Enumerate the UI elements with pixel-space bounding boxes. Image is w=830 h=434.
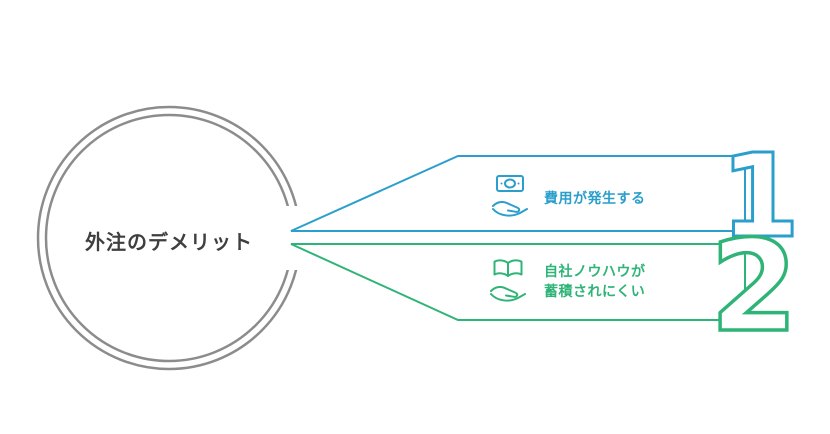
ring-gap-mask: [283, 206, 309, 270]
money-in-hand-icon: [490, 173, 530, 221]
diagram-title: 外注のデメリット: [85, 230, 253, 254]
item-1-label: 費用が発生する: [544, 191, 646, 207]
item-2-label-line-2: 蓄積されにくい: [544, 284, 646, 300]
item-1-number: 1: [718, 130, 801, 264]
item-2-label: 自社ノウハウが 蓄積されにくい: [544, 262, 646, 302]
banner-2-shape: [290, 243, 746, 321]
banner-1-shape: [290, 155, 746, 232]
item-2-number: 2: [708, 213, 799, 360]
item-2-label-line-1: 自社ノウハウが: [544, 264, 646, 280]
book-in-hand-icon: [488, 256, 528, 304]
